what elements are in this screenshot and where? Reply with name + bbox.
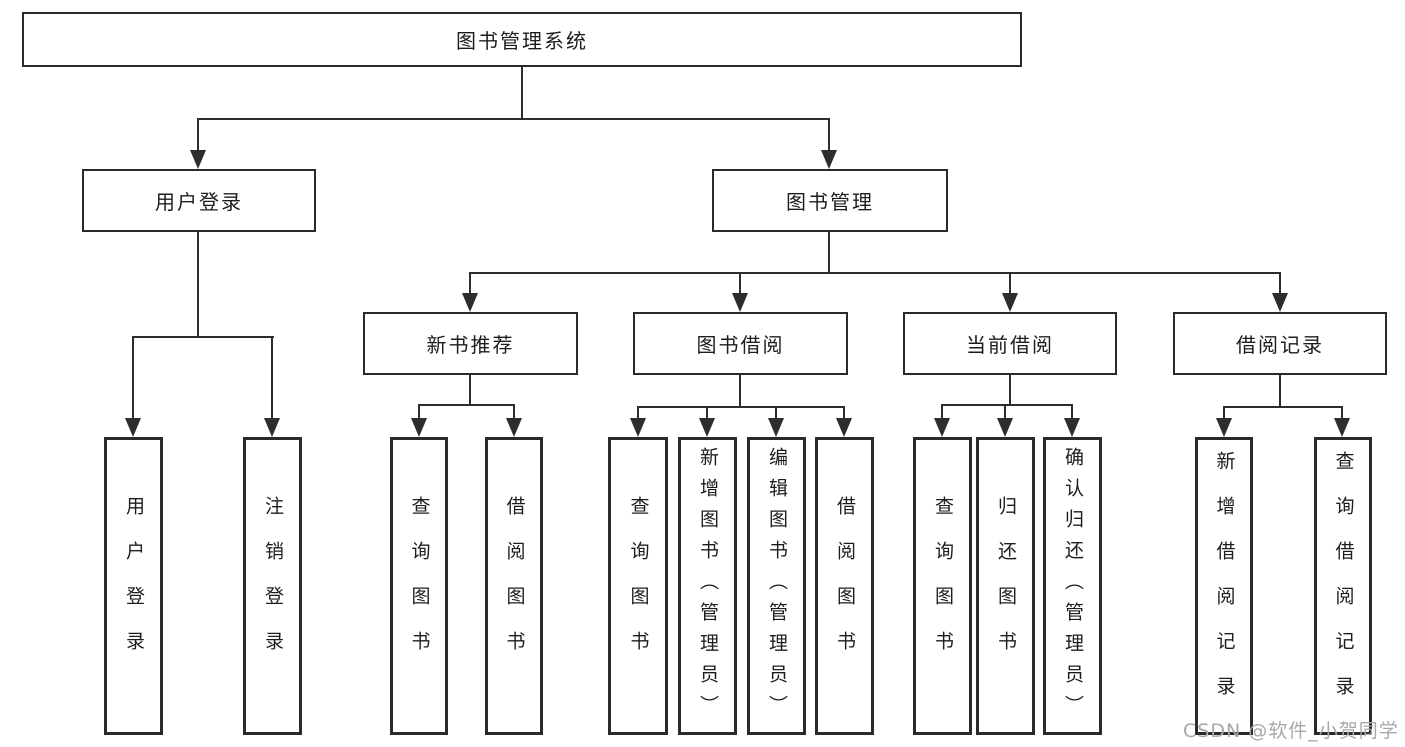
leaf-query-books-recommend: 查询图书 [390, 437, 448, 735]
node-book-management: 图书管理 [712, 169, 948, 232]
connector-line [1223, 406, 1343, 408]
leaf-query-books-current: 查询图书 [913, 437, 972, 735]
watermark: CSDN @软件_小贺同学 [1183, 720, 1399, 742]
leaf-add-borrow-record: 新增借阅记录 [1195, 437, 1253, 735]
leaf-query-books-borrow: 查询图书 [608, 437, 668, 735]
node-user-login: 用户登录 [82, 169, 316, 232]
connector-arrow [821, 118, 837, 169]
connector-arrow [997, 404, 1013, 437]
connector-arrow [630, 406, 646, 437]
connector-line [197, 232, 199, 336]
connector-arrow [836, 406, 852, 437]
connector-line [521, 67, 523, 118]
connector-arrow [1216, 406, 1232, 437]
connector-arrow [125, 336, 141, 437]
connector-arrow [264, 336, 280, 437]
connector-arrow [1272, 272, 1288, 312]
connector-arrow [699, 406, 715, 437]
connector-arrow [934, 404, 950, 437]
leaf-add-books-admin: 新增图书（管理员） [678, 437, 737, 735]
connector-arrow [768, 406, 784, 437]
connector-arrow [190, 118, 206, 169]
connector-line [637, 406, 845, 408]
leaf-borrow-books-recommend: 借阅图书 [485, 437, 543, 735]
connector-arrow [411, 404, 427, 437]
connector-line [1279, 375, 1281, 406]
leaf-borrow-books: 借阅图书 [815, 437, 874, 735]
leaf-user-login: 用户登录 [104, 437, 163, 735]
connector-arrow [1002, 272, 1018, 312]
node-borrow-records: 借阅记录 [1173, 312, 1387, 375]
connector-arrow [1334, 406, 1350, 437]
leaf-query-borrow-record: 查询借阅记录 [1314, 437, 1372, 735]
node-new-book-recommend: 新书推荐 [363, 312, 578, 375]
connector-line [469, 375, 471, 404]
connector-line [941, 404, 1073, 406]
connector-line [828, 232, 830, 272]
connector-arrow [732, 272, 748, 312]
connector-line [1009, 375, 1011, 404]
connector-line [197, 118, 830, 120]
connector-arrow [1064, 404, 1080, 437]
node-root: 图书管理系统 [22, 12, 1022, 67]
connector-line [469, 272, 1281, 274]
leaf-edit-books-admin: 编辑图书（管理员） [747, 437, 806, 735]
connector-arrow [506, 404, 522, 437]
node-current-borrow: 当前借阅 [903, 312, 1117, 375]
connector-line [418, 404, 515, 406]
leaf-return-books: 归还图书 [976, 437, 1035, 735]
node-book-borrow: 图书借阅 [633, 312, 848, 375]
connector-line [132, 336, 274, 338]
leaf-logout: 注销登录 [243, 437, 302, 735]
connector-arrow [462, 272, 478, 312]
connector-line [739, 375, 741, 406]
leaf-confirm-return-admin: 确认归还（管理员） [1043, 437, 1102, 735]
